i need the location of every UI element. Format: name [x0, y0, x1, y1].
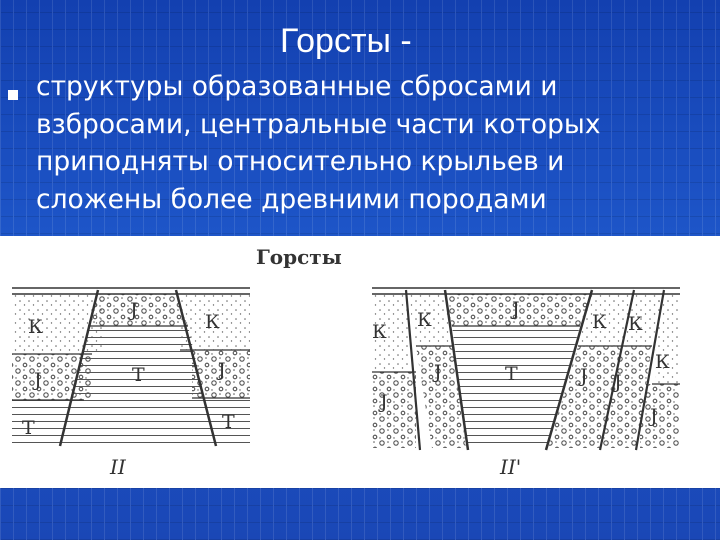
slide-title: Горсты -: [280, 22, 412, 60]
caption-right: II': [499, 455, 521, 479]
right-horst-j-layer: [445, 294, 590, 326]
label-horst-t-right: Т: [505, 363, 518, 385]
label-outer-right-k: К: [655, 351, 670, 373]
right-horst-t-layer: [452, 326, 580, 448]
definition-line-3: приподняты относительно крыльев и: [36, 146, 565, 177]
label-step-k: К: [592, 311, 607, 333]
label-left-wing-j: J: [32, 369, 42, 391]
label-outer-left-k: К: [372, 321, 387, 343]
label-step-outer-k: К: [628, 313, 643, 335]
label-step-j: J: [578, 365, 588, 387]
definition-line-2: взбросами, центральные части которых: [36, 108, 601, 140]
inner-left-k-layer: [408, 294, 452, 346]
label-outer-right-j: J: [648, 405, 658, 427]
definition-line-1: структуры образованные сбросами и: [36, 71, 558, 102]
inner-left-j-layer: [416, 346, 466, 448]
label-horst-j: J: [128, 299, 138, 321]
definition-text: структуры образованные сбросами и взброс…: [36, 68, 716, 218]
outer-left-k-layer: [372, 294, 408, 372]
left-horst-t-layer: [62, 326, 215, 444]
label-right-wing-j: J: [216, 359, 226, 381]
bullet-square-icon: [8, 90, 18, 100]
label-horst-t: Т: [132, 364, 145, 386]
right-wing-k-layer: [180, 294, 250, 350]
horst-diagram-panel: Горсты К J: [0, 236, 720, 488]
figure-title: Горсты: [256, 245, 342, 269]
label-right-wing-k: К: [205, 311, 220, 333]
horst-diagram-left: К J К J Т J Т Т II: [12, 287, 250, 479]
left-fault-line: [58, 289, 100, 447]
label-left-wing-t: Т: [22, 417, 35, 439]
label-step-outer-j: J: [612, 371, 622, 393]
label-outer-left-j: J: [378, 391, 388, 413]
definition-line-4: сложены более древними породами: [36, 183, 547, 215]
right-fault-line: [174, 289, 218, 447]
outer-left-j-layer: [372, 372, 416, 448]
caption-left: II: [109, 455, 127, 479]
step-right-k-layer: [578, 294, 632, 346]
left-horst-j-layer: [88, 294, 188, 326]
horst-diagram-right: К К J К К J Т J J К J J II': [372, 287, 680, 479]
label-horst-j-right: J: [510, 298, 520, 320]
label-inner-left-j: J: [432, 361, 442, 383]
step-right-j-layer: [548, 346, 620, 448]
label-left-wing-k: К: [28, 316, 43, 338]
label-right-wing-t: Т: [222, 411, 235, 433]
horst-diagram: Горсты К J: [12, 245, 680, 479]
step-outer-j-layer: [600, 346, 652, 448]
label-inner-left-k: К: [417, 309, 432, 331]
outer-right-k-layer: [655, 294, 680, 384]
